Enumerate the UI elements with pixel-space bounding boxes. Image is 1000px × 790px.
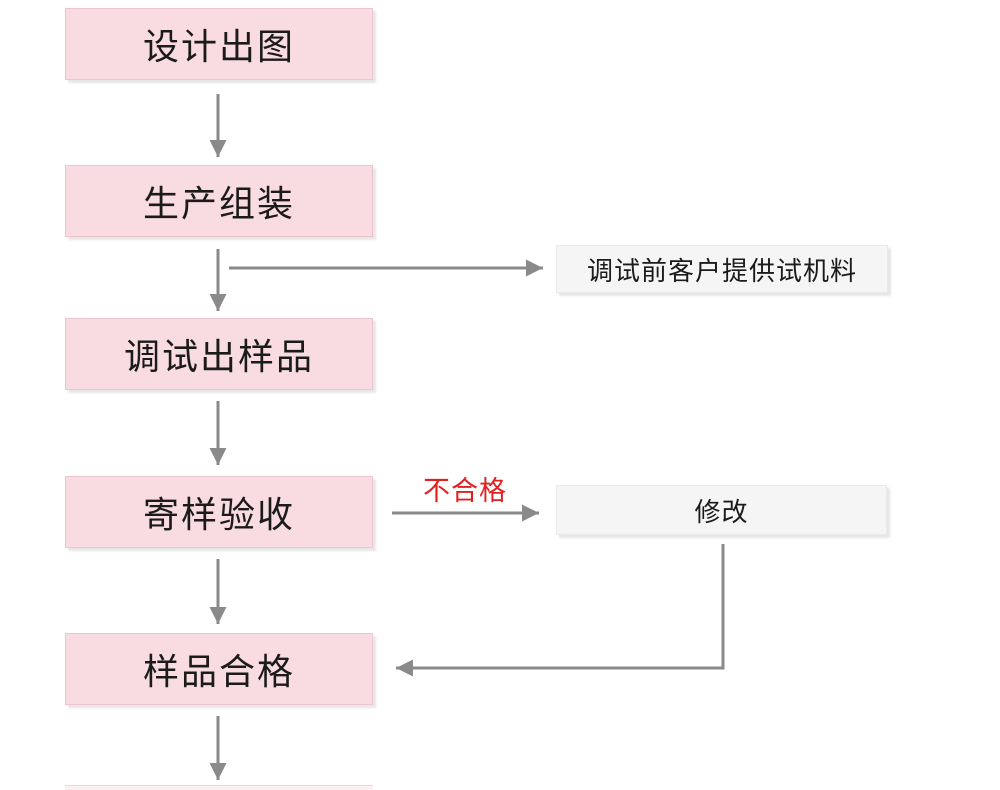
flow-node-materials-note: 调试前客户提供试机料	[556, 245, 888, 293]
flow-node-label: 样品合格	[142, 651, 295, 692]
flow-node-debug-sample: 调试出样品	[65, 318, 373, 390]
flow-node-send-sample: 寄样验收	[65, 476, 373, 548]
flow-node-modify: 修改	[556, 485, 887, 535]
flow-node-label: 生产组装	[142, 183, 295, 224]
flow-node-next-partial	[65, 785, 373, 790]
flow-node-label: 设计出图	[142, 26, 295, 67]
connector-modify-return	[396, 544, 725, 677]
edge-label-fail: 不合格	[423, 476, 507, 506]
flow-node-sample-pass: 样品合格	[65, 633, 373, 705]
flow-node-label: 调试出样品	[123, 336, 314, 377]
flow-node-assembly: 生产组装	[65, 165, 373, 237]
flow-node-label: 寄样验收	[142, 494, 295, 535]
flow-node-label: 修改	[694, 496, 749, 527]
flow-node-design: 设计出图	[65, 8, 373, 80]
flow-node-label: 调试前客户提供试机料	[586, 255, 857, 286]
